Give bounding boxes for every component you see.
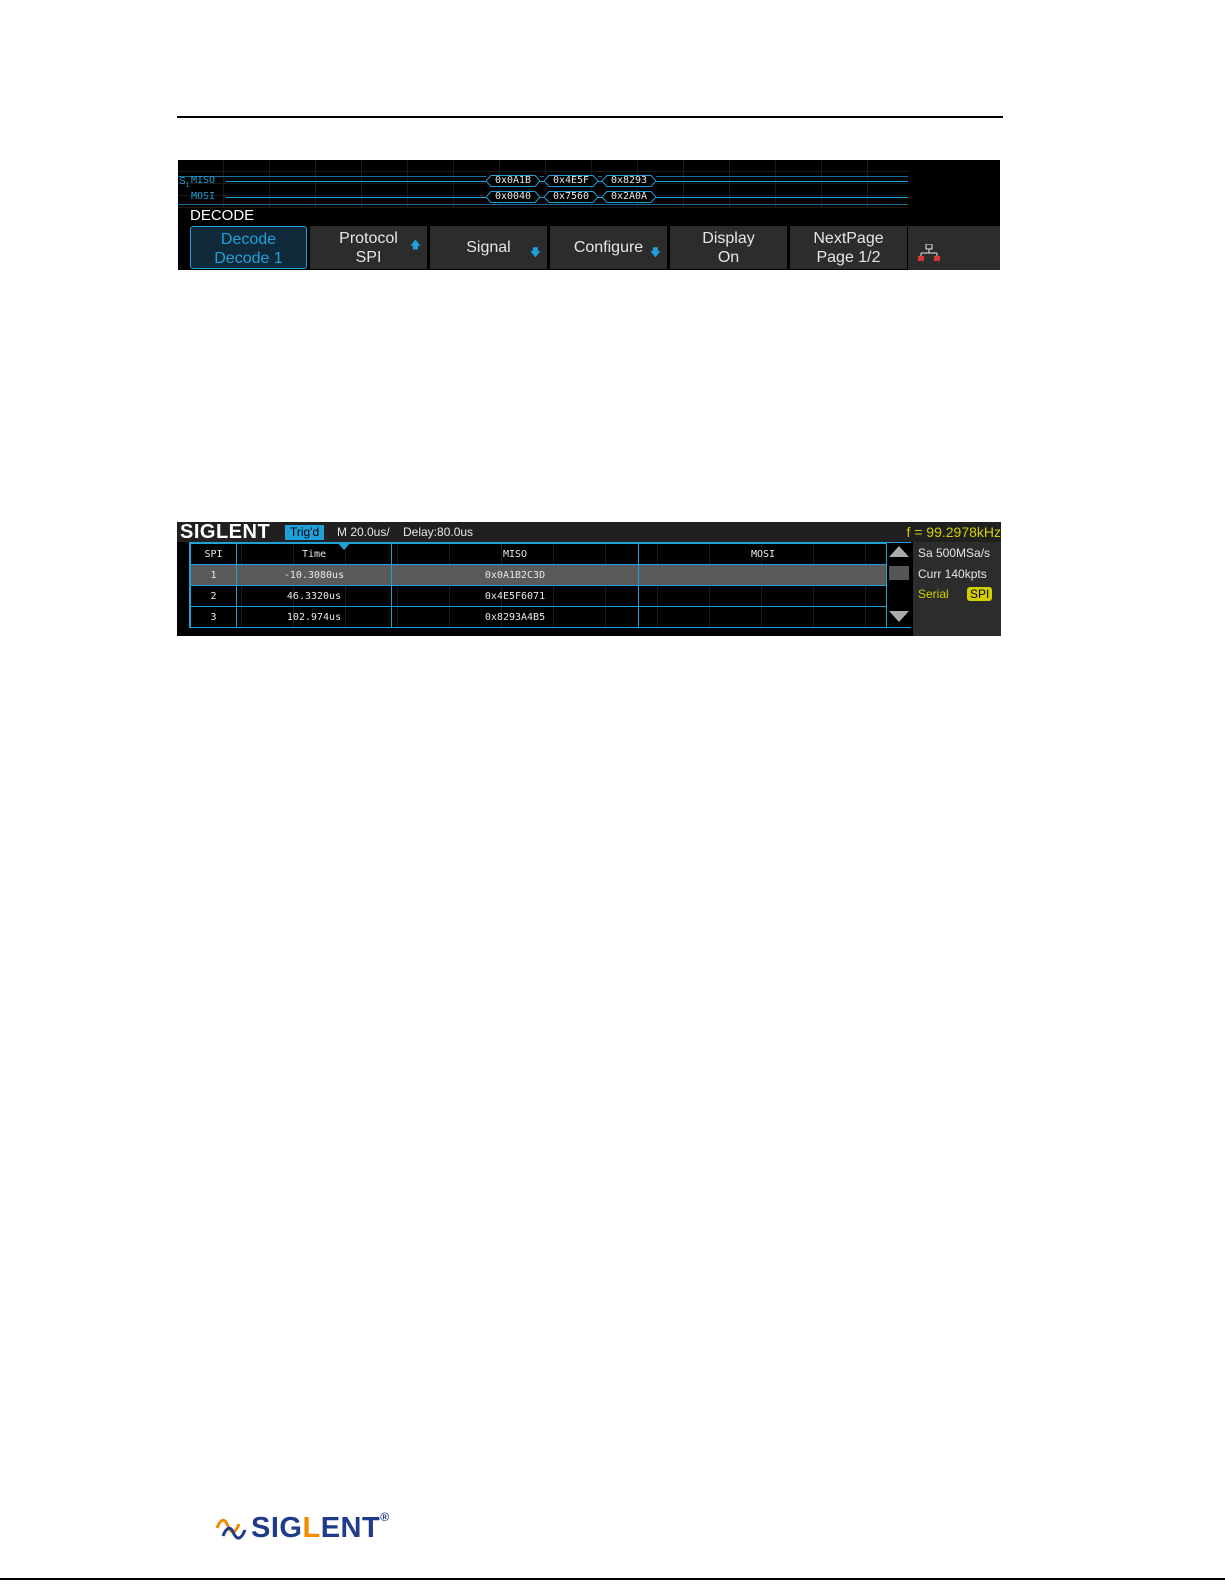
footer-rule	[0, 1578, 1225, 1580]
decode-list[interactable]: SPI Time MISO MOSI 1 -10.3080us 0x0A1B2C…	[189, 542, 911, 628]
header-rule	[177, 116, 1003, 118]
miso-packet-2: 0x4E5F	[544, 175, 598, 187]
softkey-display[interactable]: Display On	[670, 226, 787, 269]
protocol-badge: SPI	[967, 587, 993, 601]
sample-rate: Sa 500MSa/s	[918, 546, 991, 560]
scroll-up-icon[interactable]	[889, 546, 909, 557]
signal-label-miso: MISO	[191, 175, 216, 186]
brand-logo: SIGLENT	[180, 522, 271, 543]
siglent-wave-logo-icon	[215, 1518, 247, 1540]
column-header: MOSI	[638, 543, 888, 565]
softkey-protocol[interactable]: Protocol SPI 🡅	[310, 226, 427, 269]
list-scrollbar[interactable]	[886, 543, 911, 627]
mosi-packet-3: 0x2A0A	[602, 191, 656, 203]
column-header: Time	[236, 543, 392, 565]
miso-packet-1: 0x0A1B	[486, 175, 540, 187]
mosi-packet-2: 0x7560	[544, 191, 598, 203]
timebase-readout: M 20.0us/	[337, 525, 390, 539]
softkey-configure[interactable]: Configure 🡇	[550, 226, 667, 269]
footer-logo-text: SIGLENT®	[251, 1510, 390, 1544]
signal-label-mosi: MOSI	[191, 191, 216, 202]
softkey-signal[interactable]: Signal 🡇	[430, 226, 547, 269]
bus-border-bottom	[178, 204, 908, 205]
network-icon	[918, 244, 940, 261]
table-header-row: SPI Time MISO MOSI	[190, 543, 888, 565]
trigger-time-marker	[337, 542, 351, 550]
waveform-grid	[178, 160, 908, 208]
softkey-next-page[interactable]: NextPage Page 1/2	[790, 226, 907, 269]
delay-readout: Delay:80.0us	[403, 525, 474, 539]
menu-title: DECODE	[190, 207, 255, 224]
arrow-up-icon: 🡅	[409, 239, 421, 251]
table-row[interactable]: 3 102.974us 0x8293A4B5	[190, 606, 888, 628]
status-bar: SIGLENT Trig'd M 20.0us/ Delay:80.0us f …	[177, 522, 1001, 543]
serial-mode-label: Serial	[918, 587, 949, 601]
column-header: MISO	[391, 543, 639, 565]
scroll-thumb[interactable]	[889, 566, 909, 580]
bus-border-top	[178, 176, 908, 177]
arrow-down-icon: 🡇	[649, 247, 661, 259]
decode-list-screenshot: SIGLENT Trig'd M 20.0us/ Delay:80.0us f …	[177, 522, 1001, 636]
table-row[interactable]: 1 -10.3080us 0x0A1B2C3D	[190, 564, 888, 586]
decode-table: SPI Time MISO MOSI 1 -10.3080us 0x0A1B2C…	[190, 543, 888, 628]
memory-depth: Curr 140kpts	[918, 567, 987, 581]
column-header: SPI	[190, 543, 237, 565]
miso-packet-3: 0x8293	[602, 175, 656, 187]
bus-channel-icon: S1	[179, 176, 190, 190]
table-row[interactable]: 2 46.3320us 0x4E5F6071	[190, 585, 888, 607]
acquisition-info-panel: Sa 500MSa/s Curr 140kpts Serial SPI	[913, 542, 1001, 636]
mosi-packet-1: 0x0040	[486, 191, 540, 203]
frequency-readout: f = 99.2978kHz	[906, 524, 1001, 540]
decode-menu-screenshot: S1 MISO 0x0A1B 0x4E5F 0x8293 MOSI 0x0040…	[178, 160, 1000, 270]
scroll-down-icon[interactable]	[889, 611, 909, 622]
side-panel	[908, 226, 1000, 270]
trigger-status-badge: Trig'd	[285, 525, 325, 540]
arrow-down-icon: 🡇	[529, 247, 541, 259]
softkey-decode[interactable]: Decode Decode 1	[190, 226, 307, 269]
